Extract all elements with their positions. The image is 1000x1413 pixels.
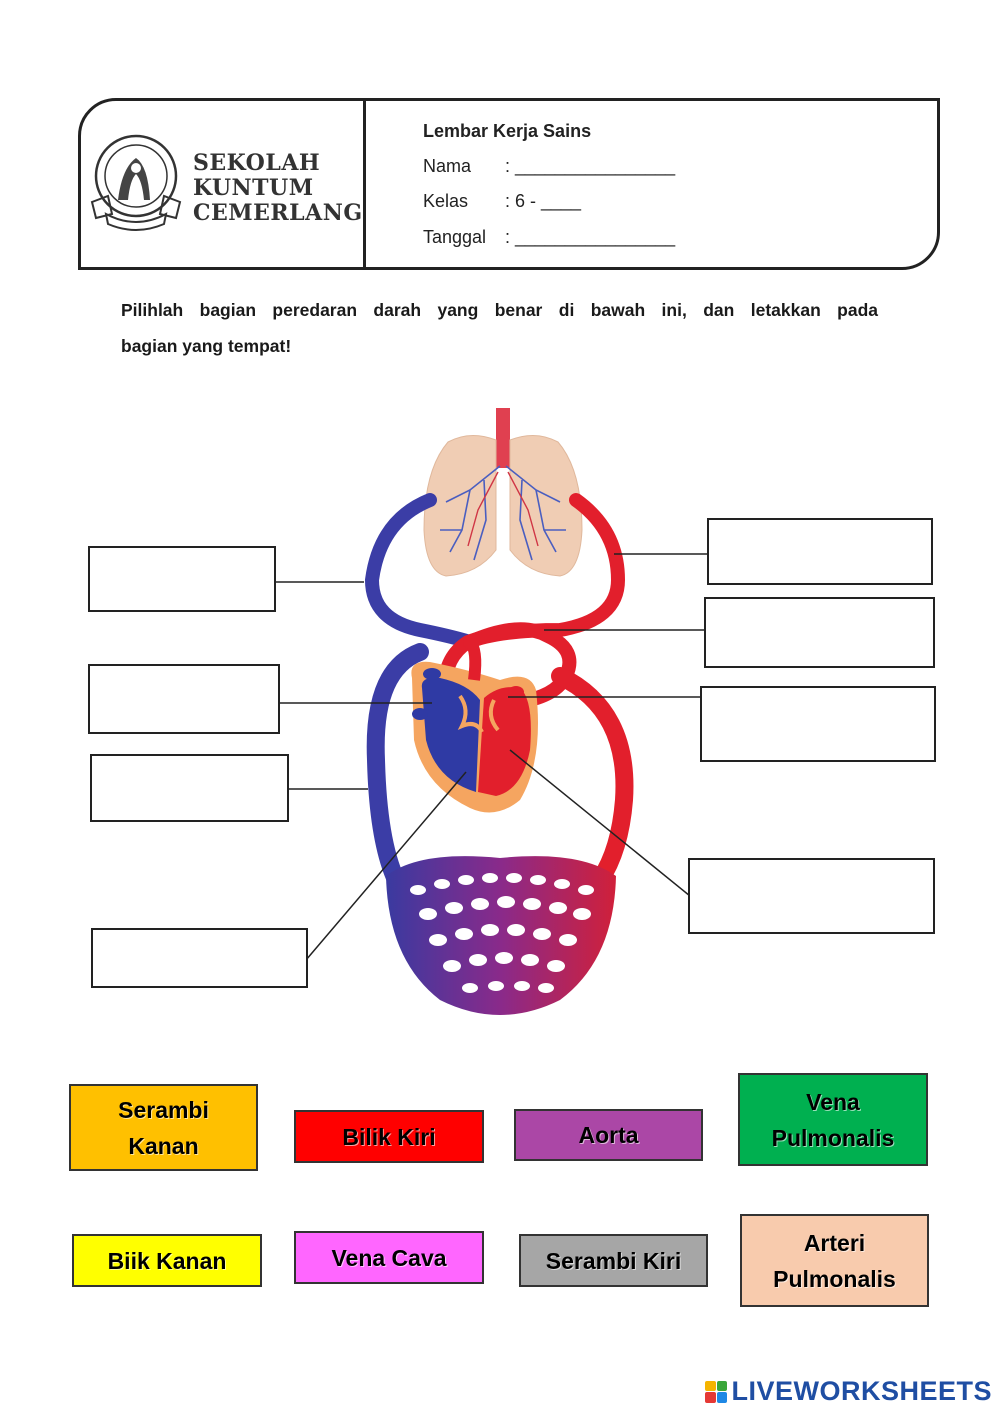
drop-box-right-3[interactable] [700, 686, 936, 762]
drop-box-left-3[interactable] [90, 754, 289, 822]
chip-biik-kanan[interactable]: Biik Kanan [72, 1234, 262, 1287]
chip-label-line2: Kanan [128, 1132, 199, 1159]
chip-label-line1: Arteri [803, 1229, 866, 1256]
date-label: Tanggal [423, 227, 487, 247]
class-field[interactable]: Kelas : 6 - ____ [423, 191, 581, 212]
chip-label-line1: Serambi [118, 1096, 209, 1123]
instruction-text: Pilihlah bagian peredaran darah yang ben… [121, 292, 878, 364]
drop-box-right-2[interactable] [704, 597, 935, 668]
heart-icon [411, 637, 538, 813]
instruction-line2: bagian yang tempat! [121, 336, 292, 356]
name-field[interactable]: Nama : ________________ [423, 156, 675, 177]
drop-box-left-4[interactable] [91, 928, 308, 988]
chip-aorta[interactable]: Aorta [514, 1109, 703, 1161]
chip-label-line2: Pulmonalis [773, 1265, 896, 1292]
chip-bilik-kiri[interactable]: Bilik Kiri [294, 1110, 484, 1163]
header-frame [78, 98, 940, 270]
name-label: Nama [423, 156, 472, 176]
school-name: SEKOLAH KUNTUM CEMERLANG [193, 151, 363, 226]
liveworksheets-footer: LIVEWORKSHEETS [705, 1376, 992, 1407]
name-value[interactable]: : ________________ [505, 156, 676, 176]
liveworksheets-logo-icon [705, 1380, 728, 1403]
drop-box-left-2[interactable] [88, 664, 280, 734]
chip-label-line2: Pulmonalis [771, 1124, 895, 1151]
school-name-line2: KUNTUM [193, 175, 314, 201]
vessel-red-body [551, 667, 634, 889]
vessel-red-cross [463, 622, 577, 709]
leader-line-left-4 [305, 771, 467, 961]
chip-serambi-kiri[interactable]: Serambi Kiri [519, 1234, 708, 1287]
drop-box-left-1[interactable] [88, 546, 276, 612]
school-name-line3: CEMERLANG [193, 200, 363, 226]
chip-label: Vena Cava [331, 1244, 447, 1271]
lungs-icon [423, 435, 583, 577]
chip-label: Aorta [578, 1122, 639, 1148]
date-field[interactable]: Tanggal : ________________ [423, 227, 675, 248]
capillary-bed [386, 856, 616, 1015]
date-value[interactable]: : ________________ [505, 227, 676, 247]
chip-label-line1: Vena [806, 1088, 860, 1115]
instruction-line1: Pilihlah bagian peredaran darah yang ben… [121, 300, 878, 320]
chip-vena-cava[interactable]: Vena Cava [294, 1231, 484, 1284]
drop-box-right-1[interactable] [707, 518, 933, 585]
trachea [496, 408, 510, 468]
school-crest-icon [90, 134, 182, 231]
header-divider [363, 98, 366, 270]
drop-box-right-4[interactable] [688, 858, 935, 934]
circulation-diagram [276, 408, 708, 1015]
class-label: Kelas [423, 191, 469, 211]
class-value[interactable]: : 6 - ____ [505, 191, 582, 211]
worksheet-title: Lembar Kerja Sains [423, 121, 592, 141]
school-name-line1: SEKOLAH [193, 150, 321, 176]
liveworksheets-brand: LIVEWORKSHEETS [731, 1376, 992, 1406]
vessel-blue-upper [364, 493, 477, 649]
chip-label: Bilik Kiri [342, 1123, 436, 1150]
chip-label: Serambi Kiri [545, 1247, 682, 1274]
leader-line-right-4 [509, 749, 691, 897]
vessel-blue-body [366, 643, 429, 889]
chip-label: Biik Kanan [107, 1247, 227, 1274]
